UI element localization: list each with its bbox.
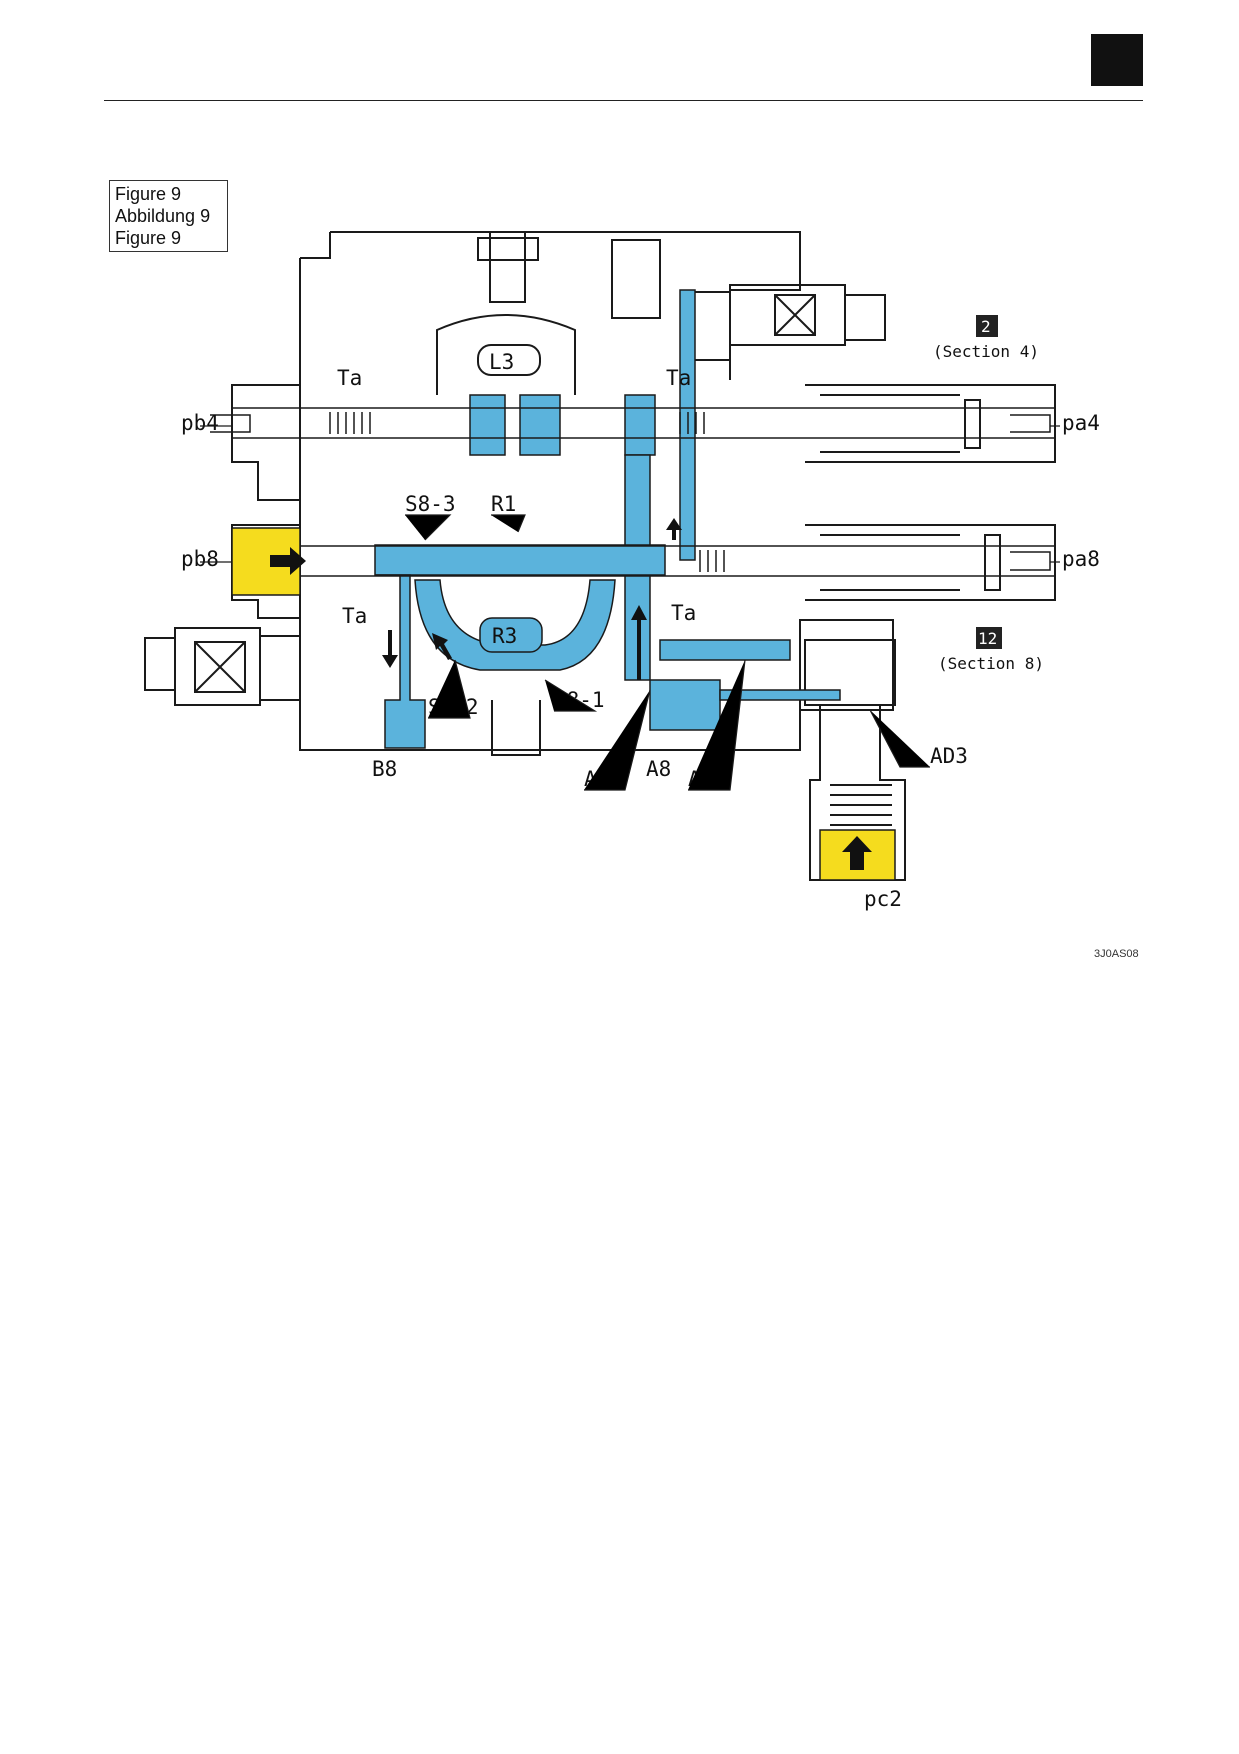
relief-valve-top (689, 291, 731, 361)
oil-passage-a8 (649, 679, 721, 731)
valve-section-drawing: pb4 pa4 pb8 pa8 Ta Ta Ta Ta L3 R1 R3 S8-… (144, 231, 1100, 911)
oil-passage-ad3-link (719, 689, 841, 701)
left-flange (231, 384, 300, 501)
callout-12-badge (976, 627, 1002, 649)
l3-passage (436, 314, 576, 395)
left-flange-lower (231, 524, 300, 619)
oil-passage-l3-left (469, 394, 506, 456)
port-pb8-label: pb8 (181, 547, 219, 571)
tank-ta-mid-right-label: Ta (671, 601, 696, 625)
callout-12-number: 12 (978, 629, 997, 648)
port-pb4-label: pb4 (181, 411, 219, 435)
pb8-flow-arrow (270, 547, 306, 575)
ta-flow-arrow (666, 518, 682, 540)
r3-chamber (479, 617, 543, 653)
ad3-valve-housing (804, 639, 896, 706)
tank-ta-top-left-label: Ta (337, 366, 362, 390)
valve-ad3-label: AD3 (930, 744, 968, 768)
oil-passage-ad5 (659, 639, 791, 661)
caption-line-fr: Figure 9 (115, 228, 182, 248)
pb8-pilot-chamber (231, 527, 301, 596)
top-plug (489, 232, 526, 303)
callout-2-badge (976, 315, 998, 337)
right-cap-lower (805, 524, 1056, 601)
callout-2-number: 2 (981, 317, 991, 336)
caption-line-de: Abbildung 9 (115, 206, 211, 226)
tank-ta-top-right-label: Ta (666, 366, 691, 390)
port-a8-label: A8 (646, 757, 671, 781)
port-b8-label: B8 (372, 757, 397, 781)
bottom-plug (491, 700, 541, 756)
tank-ta-mid-left-label: Ta (342, 604, 367, 628)
spool-passage-s8 (374, 544, 666, 576)
callout-12-section: (Section 8) (938, 654, 1044, 673)
port-pa4-label: pa4 (1062, 411, 1100, 435)
header-rule (104, 100, 1143, 101)
l3-chamber (477, 344, 541, 376)
chamber-r3-label: R3 (492, 624, 517, 648)
chamber-r1-label: R1 (491, 492, 516, 516)
port-pc2-label: pc2 (864, 887, 902, 911)
callout-2-section: (Section 4) (933, 342, 1039, 361)
s8-2-flow-arrow (432, 633, 452, 660)
relief-valve-left (144, 637, 176, 691)
spool-lower (232, 545, 1055, 577)
figure-caption: Figure 9 Abbildung 9 Figure 9 (109, 180, 228, 252)
pc2-flow-arrow (842, 836, 872, 870)
corner-tab-marker (1091, 34, 1143, 86)
spool-upper (210, 407, 1055, 439)
port-pa8-label: pa8 (1062, 547, 1100, 571)
check-valve-s8-3-label: S8-3 (405, 492, 456, 516)
oil-passage-l3-right (519, 394, 561, 456)
right-cap-upper (805, 384, 1056, 463)
figure-reference-code: 3J0AS08 (1094, 948, 1139, 960)
oil-passage-b8 (375, 574, 426, 749)
b8-flow-arrow (382, 630, 398, 668)
oil-passage-ta-right (624, 394, 656, 456)
caption-line-en: Figure 9 (115, 184, 182, 204)
chamber-l3-label: L3 (489, 350, 514, 374)
a8-flow-arrow (631, 605, 647, 680)
